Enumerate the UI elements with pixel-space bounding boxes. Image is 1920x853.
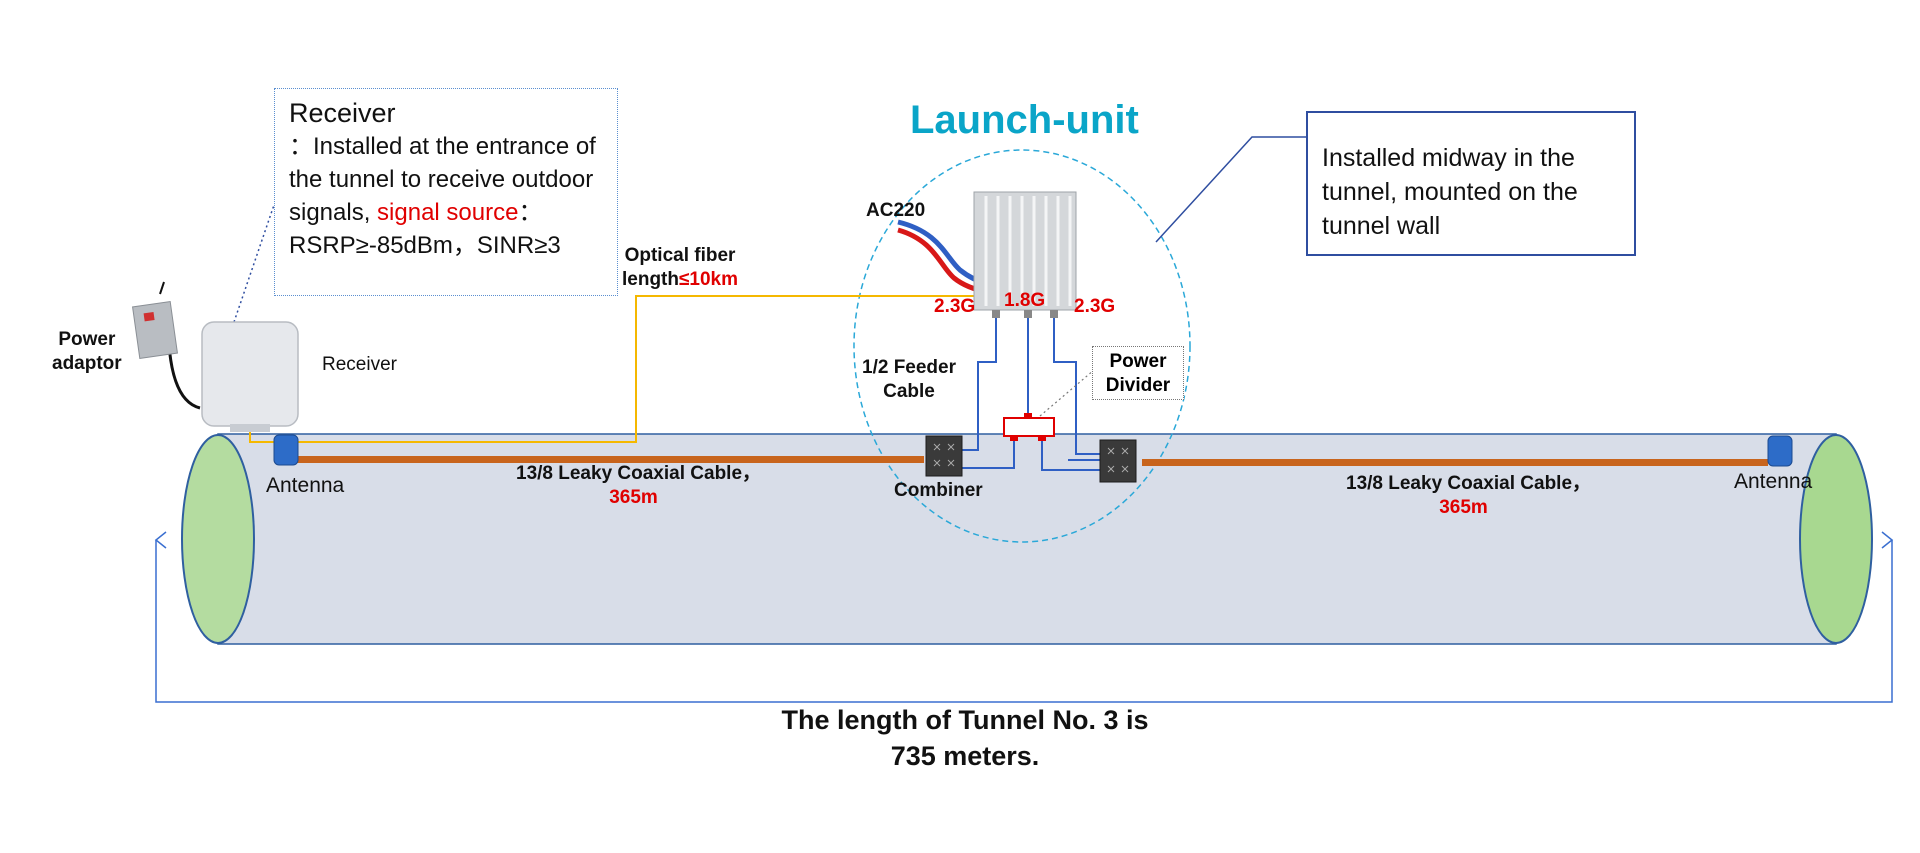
optical-fiber-label: Optical fiber length≤10km	[622, 244, 738, 292]
optical-fiber-length-value: ≤10km	[679, 269, 739, 290]
power-divider-label-line1: Power	[1109, 351, 1167, 372]
feeder-cable-label: 1/2 Feeder Cable	[862, 356, 956, 404]
combiner-left	[925, 435, 963, 477]
antenna-left	[273, 434, 299, 466]
receiver-callout-body: ：Installed at the entrance of the tunnel…	[289, 130, 603, 262]
bracket-arrow-right	[1881, 531, 1894, 549]
power-adaptor-device	[132, 281, 201, 410]
combiner-right	[1099, 439, 1137, 483]
band-label-right: 2.3G	[1074, 296, 1116, 317]
antenna-right	[1767, 435, 1793, 467]
tunnel-end-right	[1799, 434, 1873, 644]
leaky-cable-left-length: 365m	[609, 487, 658, 508]
tunnel-length-caption: The length of Tunnel No. 3 is 735 meters…	[700, 702, 1230, 774]
ac220-label: AC220	[866, 200, 926, 221]
power-adaptor-label-line2: adaptor	[52, 353, 122, 374]
leaky-cable-right-label-line1: 13/8 Leaky Coaxial Cable，	[1346, 473, 1592, 494]
leaky-cable-right-label: 13/8 Leaky Coaxial Cable， 365m	[1346, 472, 1591, 520]
feeder-cables	[962, 316, 1100, 471]
tunnel-length-caption-line2: 735 meters.	[890, 741, 1040, 771]
receiver-callout-title: Receiver	[289, 98, 396, 128]
optical-fiber-length-word: length	[622, 269, 679, 290]
power-divider-port	[1038, 435, 1046, 441]
tunnel-end-left	[181, 434, 255, 644]
feeder-cable-label-line2: Cable	[883, 381, 935, 402]
optical-fiber-label-line2: length≤10km	[622, 268, 738, 292]
feeder-cable-label-line1: 1/2 Feeder	[862, 357, 956, 378]
tunnel-body	[217, 433, 1837, 645]
power-divider-port	[1024, 413, 1032, 419]
launch-unit-device	[973, 191, 1077, 318]
midway-callout: Installed midway in the tunnel, mounted …	[1306, 111, 1636, 256]
bracket-arrow-left	[154, 531, 167, 549]
midway-callout-leader	[1155, 136, 1306, 243]
leaky-cable-right-length: 365m	[1439, 497, 1488, 518]
leaky-cable-left	[292, 456, 924, 463]
antenna-left-label: Antenna	[266, 474, 345, 497]
power-adaptor-label-line1: Power	[58, 329, 116, 350]
power-divider-leader	[1039, 369, 1095, 417]
leaky-cable-left-label-line1: 13/8 Leaky Coaxial Cable，	[516, 463, 762, 484]
power-divider-label-line2: Divider	[1105, 375, 1171, 396]
power-divider-port	[1010, 435, 1018, 441]
launch-unit-title: Launch-unit	[910, 98, 1139, 142]
signal-source-label: signal source	[377, 199, 519, 226]
receiver-callout-description: ：Installed at the entrance of the tunnel…	[289, 133, 596, 226]
receiver-callout: Receiver ：Installed at the entrance of t…	[274, 88, 618, 296]
receiver-callout-leader	[233, 204, 275, 323]
leaky-cable-right	[1142, 459, 1768, 466]
band-label-left: 2.3G	[934, 296, 976, 317]
launch-unit-boundary	[853, 149, 1191, 543]
band-label-mid: 1.8G	[1004, 290, 1046, 311]
signal-source-value: ：RSRP≥-85dBm，SINR≥3	[289, 199, 561, 259]
optical-fiber-label-line1: Optical fiber	[624, 245, 736, 266]
tunnel-length-bracket	[155, 540, 1893, 703]
optical-fiber-line	[249, 295, 980, 443]
combiner-label: Combiner	[894, 480, 983, 501]
power-divider-label: Power Divider	[1092, 346, 1184, 400]
tunnel-length-caption-line1: The length of Tunnel No. 3 is	[781, 705, 1149, 735]
receiver-label: Receiver	[322, 354, 397, 375]
receiver-device	[201, 321, 299, 432]
antenna-right-label: Antenna	[1734, 470, 1813, 493]
power-adaptor-label: Power adaptor	[52, 328, 122, 376]
power-divider	[1003, 417, 1055, 437]
leaky-cable-left-label: 13/8 Leaky Coaxial Cable， 365m	[516, 462, 761, 510]
